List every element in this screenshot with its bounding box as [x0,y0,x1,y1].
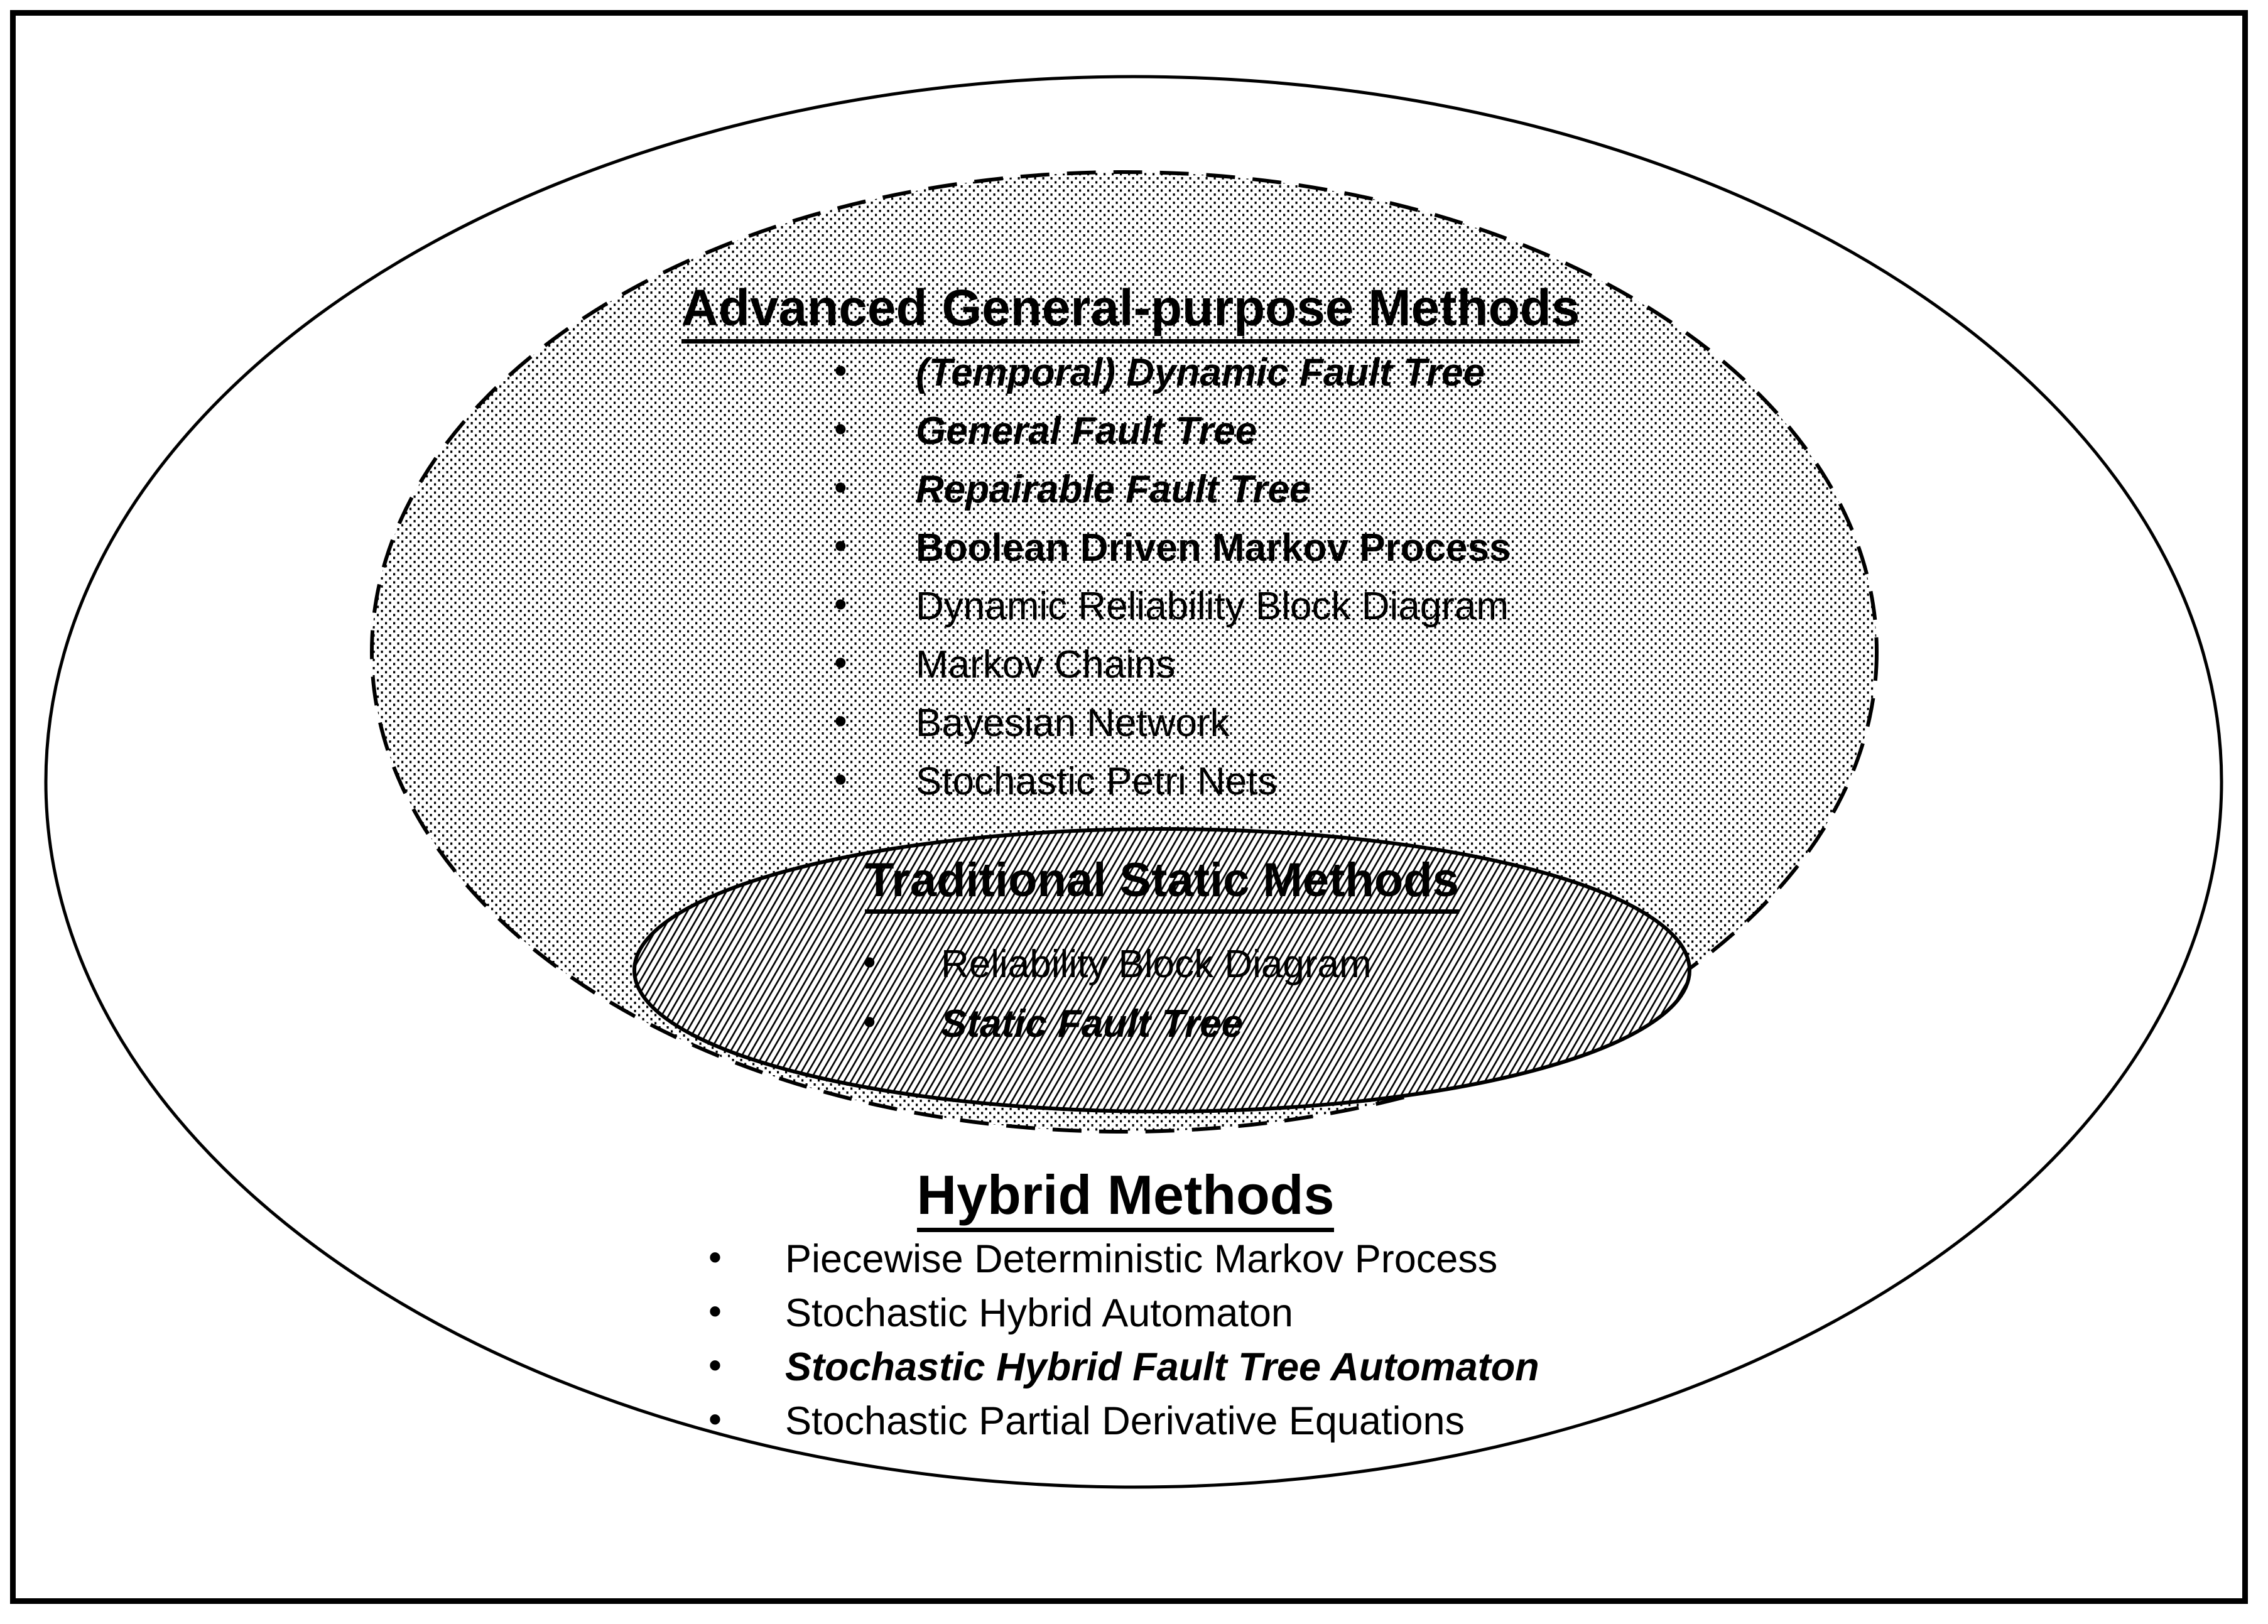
bullet-icon: • [834,408,847,450]
traditional-methods-title: Traditional Static Methods [659,853,1664,914]
bullet-icon: • [708,1236,722,1279]
bullet-icon: • [708,1290,722,1333]
hybrid-methods-ellipse [44,75,2223,1489]
bullet-icon: • [834,642,847,683]
list-item: • Stochastic Hybrid Automaton [702,1286,1539,1340]
list-item-label: Reliability Block Diagram [941,943,1372,986]
list-item-label: Stochastic Hybrid Automaton [785,1291,1293,1335]
list-item: • Piecewise Deterministic Markov Process [702,1232,1539,1286]
list-item-label: Stochastic Petri Nets [916,760,1278,803]
list-item-label: Repairable Fault Tree [916,468,1311,511]
bullet-icon: • [708,1344,722,1387]
list-item: • Markov Chains [829,636,1511,694]
hybrid-methods-title: Hybrid Methods [623,1163,1628,1233]
list-item-label: Dynamic Reliability Block Diagram [916,585,1509,628]
traditional-methods-title-text: Traditional Static Methods [865,855,1459,914]
bullet-icon: • [834,525,847,566]
outer-border-frame [10,10,2248,1604]
advanced-methods-title: Advanced General-purpose Methods [628,279,1633,344]
list-item: • Reliability Block Diagram [859,934,1372,994]
hybrid-methods-list: • Piecewise Deterministic Markov Process… [702,1232,1539,1448]
list-item: • Stochastic Hybrid Fault Tree Automaton [702,1340,1539,1394]
list-item-label: (Temporal) Dynamic Fault Tree [916,351,1485,394]
list-item: • General Fault Tree [829,402,1511,460]
bullet-icon: • [863,1001,876,1042]
bullet-icon: • [834,350,847,391]
list-item: • Static Fault Tree [859,994,1372,1054]
advanced-methods-title-text: Advanced General-purpose Methods [681,281,1580,344]
list-item-label: General Fault Tree [916,409,1257,453]
hybrid-methods-title-text: Hybrid Methods [916,1166,1335,1233]
list-item: • Boolean Driven Markov Process [829,519,1511,577]
list-item: • Bayesian Network [829,694,1511,752]
list-item-label: Piecewise Deterministic Markov Process [785,1237,1498,1281]
advanced-methods-list: • (Temporal) Dynamic Fault Tree • Genera… [829,344,1511,811]
bullet-icon: • [834,759,847,800]
list-item: • Stochastic Petri Nets [829,752,1511,811]
list-item: • Dynamic Reliability Block Diagram [829,577,1511,636]
list-item-label: Markov Chains [916,643,1176,686]
list-item-label: Boolean Driven Markov Process [916,526,1511,570]
traditional-methods-ellipse [632,827,1691,1113]
list-item: • Stochastic Partial Derivative Equation… [702,1394,1539,1448]
bullet-icon: • [708,1398,722,1441]
list-item-label: Stochastic Hybrid Fault Tree Automaton [785,1345,1539,1389]
bullet-icon: • [834,700,847,742]
list-item-label: Bayesian Network [916,701,1230,745]
list-item-label: Stochastic Partial Derivative Equations [785,1399,1465,1443]
list-item: • (Temporal) Dynamic Fault Tree [829,344,1511,402]
list-item-label: Static Fault Tree [941,1002,1244,1046]
traditional-methods-list: • Reliability Block Diagram • Static Fau… [859,934,1372,1054]
bullet-icon: • [863,941,876,983]
bullet-icon: • [834,583,847,625]
bullet-icon: • [834,467,847,508]
list-item: • Repairable Fault Tree [829,460,1511,519]
